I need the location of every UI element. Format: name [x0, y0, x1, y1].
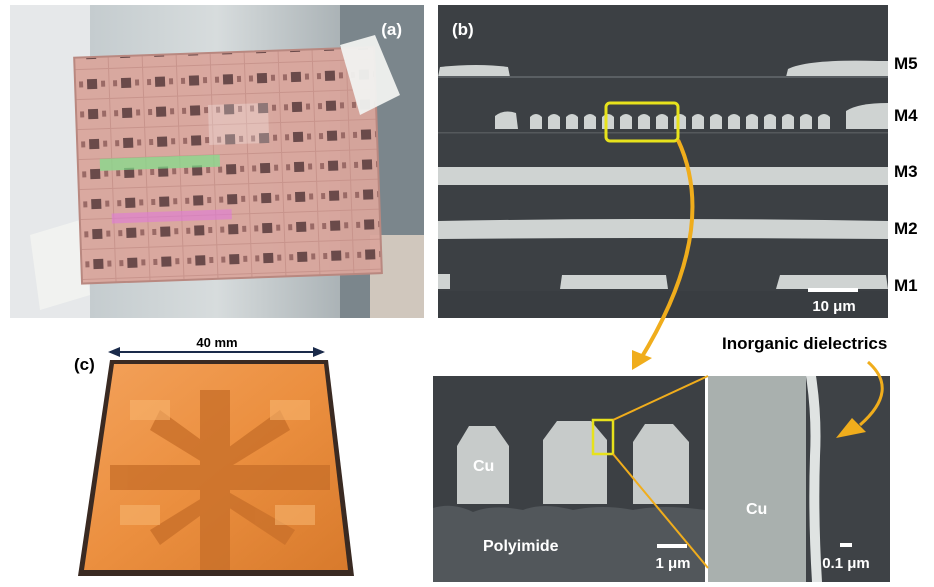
scale-label-1um: 1 μm	[655, 555, 690, 572]
layer-label-m4: M4	[894, 106, 918, 125]
m4-line	[584, 114, 596, 129]
cu-region	[708, 376, 806, 582]
panel-d-left-image: Cu Polyimide 1 μm	[433, 376, 705, 582]
panel-d-left-sem: Cu Polyimide 1 μm	[433, 376, 705, 582]
panel-a-photo: (a)	[10, 5, 424, 318]
panel-b-image: 10 μm (b)	[438, 5, 888, 318]
panel-a-label: (a)	[381, 20, 402, 39]
m1-center-trace	[560, 275, 668, 289]
m4-line	[620, 114, 632, 129]
m4-line	[800, 114, 812, 129]
highlight-box-interface	[591, 418, 615, 456]
scale-label-10um: 10 μm	[812, 298, 855, 315]
panel-c-photo: 40 mm (c)	[10, 330, 425, 582]
m4-line	[656, 114, 668, 129]
m4-line	[764, 114, 776, 129]
m4-line	[548, 114, 560, 129]
m4-line	[566, 114, 578, 129]
m4-line	[692, 114, 704, 129]
m4-line	[602, 114, 614, 129]
m4-line	[638, 114, 650, 129]
m5-right-trace	[786, 60, 888, 77]
panel-b-sem: 10 μm (b)	[438, 5, 888, 318]
panel-d-right-image: Cu 0.1 μm	[708, 376, 890, 582]
m3-trace	[438, 167, 888, 185]
polyimide-label: Polyimide	[483, 538, 559, 555]
scale-bar-10um	[808, 288, 858, 292]
m2-trace	[438, 219, 888, 239]
scale-bar-1um	[657, 544, 687, 548]
dimension-label: 40 mm	[196, 335, 237, 350]
cu-label-left: Cu	[473, 458, 494, 475]
scale-bar-0-1um	[840, 543, 852, 547]
m4-line	[818, 114, 830, 129]
m4-line	[782, 114, 794, 129]
m4-fine-lines	[530, 114, 830, 129]
m5-left-trace	[438, 65, 510, 77]
cu-label-right: Cu	[746, 501, 767, 518]
m4-line	[674, 114, 686, 129]
panel-a-image: (a)	[10, 5, 424, 318]
layer-label-m5: M5	[894, 54, 918, 73]
m4-line	[530, 114, 542, 129]
inorganic-dielectrics-title: Inorganic dielectrics	[722, 334, 888, 353]
panel-d-right-sem: Cu 0.1 μm	[708, 376, 890, 582]
layer-label-m3: M3	[894, 162, 918, 181]
m4-line	[710, 114, 722, 129]
dielectric-layer	[806, 376, 822, 582]
m4-line	[746, 114, 758, 129]
panel-c-label: (c)	[74, 355, 95, 374]
m4-line	[728, 114, 740, 129]
layer-label-m2: M2	[894, 219, 918, 238]
layer-label-m1: M1	[894, 276, 918, 295]
scale-label-0-1um: 0.1 μm	[822, 555, 870, 572]
panel-b-label: (b)	[452, 20, 474, 39]
substrate-pattern	[110, 390, 330, 570]
m1-right-trace	[776, 275, 888, 289]
panel-c-image: 40 mm (c)	[74, 335, 354, 576]
